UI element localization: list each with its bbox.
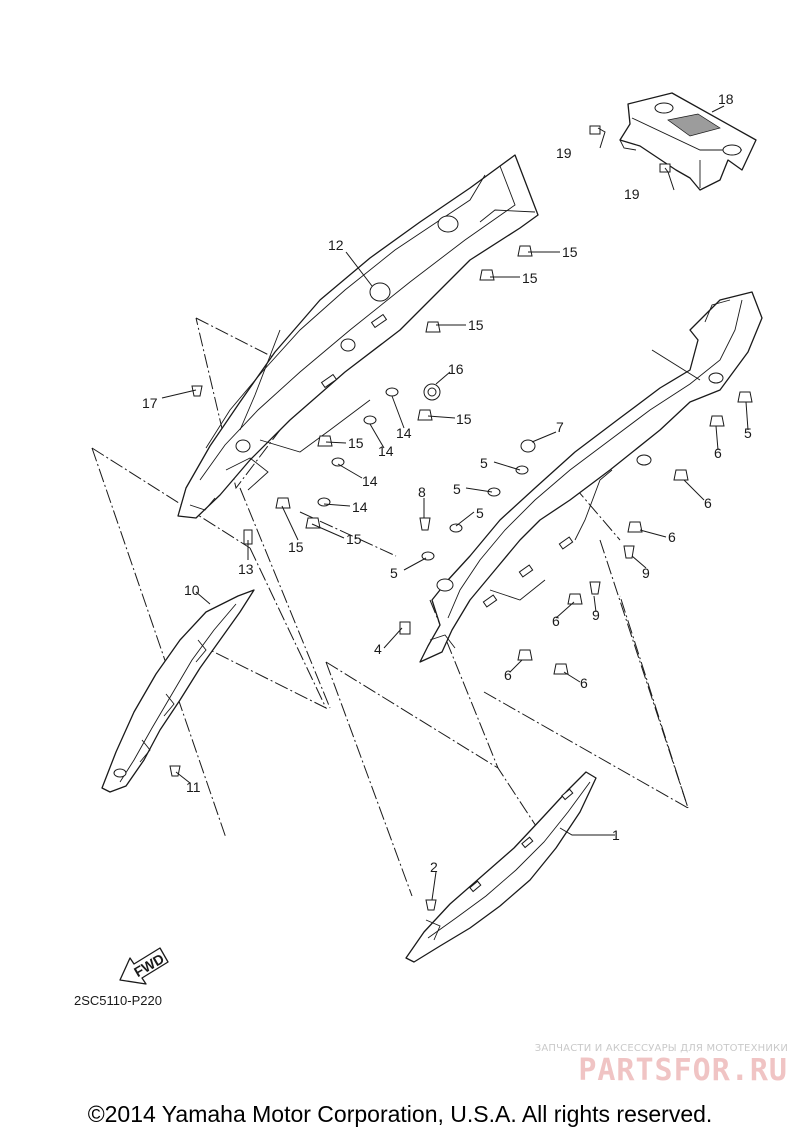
callout-labels: 1 2 4 5 5 5 5 5 6 6 6 6 6 6 6 6 6 7 8 9 … [142, 91, 752, 875]
diagram-code: 2SC5110-P220 [74, 993, 162, 1008]
callout-label: 9 [642, 565, 650, 581]
callout-label: 19 [624, 186, 640, 202]
callout-label: 9 [592, 607, 600, 623]
callout-label: 10 [184, 582, 200, 598]
part-18-rear-bracket[interactable] [619, 92, 757, 191]
callout-label: 5 [390, 565, 398, 581]
callout-label: 6 [580, 675, 588, 691]
part-10-left-cover[interactable] [101, 589, 255, 793]
callout-label: 15 [562, 244, 578, 260]
callout-label: 7 [556, 419, 564, 435]
callout-label: 4 [374, 641, 382, 657]
part-7-right-frame[interactable] [419, 291, 763, 663]
callout-label: 11 [186, 779, 201, 795]
callout-label: 6 [668, 529, 676, 545]
callout-label: 6 [552, 613, 560, 629]
part-1-lower-cover[interactable] [405, 771, 597, 963]
callout-label: 5 [476, 505, 484, 521]
watermark: ЗАПЧАСТИ И АКСЕССУАРЫ ДЛЯ МОТОТЕХНИКИ PA… [488, 1043, 788, 1088]
watermark-tagline: ЗАПЧАСТИ И АКСЕССУАРЫ ДЛЯ МОТОТЕХНИКИ [534, 1043, 788, 1054]
callout-label: 5 [744, 425, 752, 441]
callout-label: 12 [328, 237, 344, 253]
callout-label: 5 [480, 455, 488, 471]
callout-label: 15 [348, 435, 364, 451]
fasteners [169, 125, 753, 911]
callout-label: 6 [704, 495, 712, 511]
callout-label: 14 [396, 425, 412, 441]
callout-label: 15 [468, 317, 484, 333]
copyright-notice: ©2014 Yamaha Motor Corporation, U.S.A. A… [87, 1101, 713, 1127]
leader-lines [161, 105, 749, 901]
callout-label: 16 [448, 361, 464, 377]
callout-label: 19 [556, 145, 572, 161]
callout-label: 14 [378, 443, 394, 459]
callout-label: 15 [288, 539, 304, 555]
callout-label: 18 [718, 91, 734, 107]
callout-label: 5 [453, 481, 461, 497]
callout-label: 15 [522, 270, 538, 286]
part-12-upper-frame[interactable] [177, 154, 539, 519]
callout-label: 15 [456, 411, 472, 427]
watermark-logo: PARTSFOR.RU [578, 1053, 788, 1088]
callout-label: 2 [430, 859, 438, 875]
callout-label: 13 [238, 561, 254, 577]
callout-label: 14 [362, 473, 378, 489]
callout-label: 15 [346, 531, 362, 547]
callout-label: 14 [352, 499, 368, 515]
callout-label: 6 [504, 667, 512, 683]
callout-label: 17 [142, 395, 158, 411]
callout-label: 1 [612, 827, 620, 843]
fwd-arrow-icon: FWD [119, 947, 169, 985]
callout-label: 8 [418, 484, 426, 500]
callout-label: 6 [714, 445, 722, 461]
